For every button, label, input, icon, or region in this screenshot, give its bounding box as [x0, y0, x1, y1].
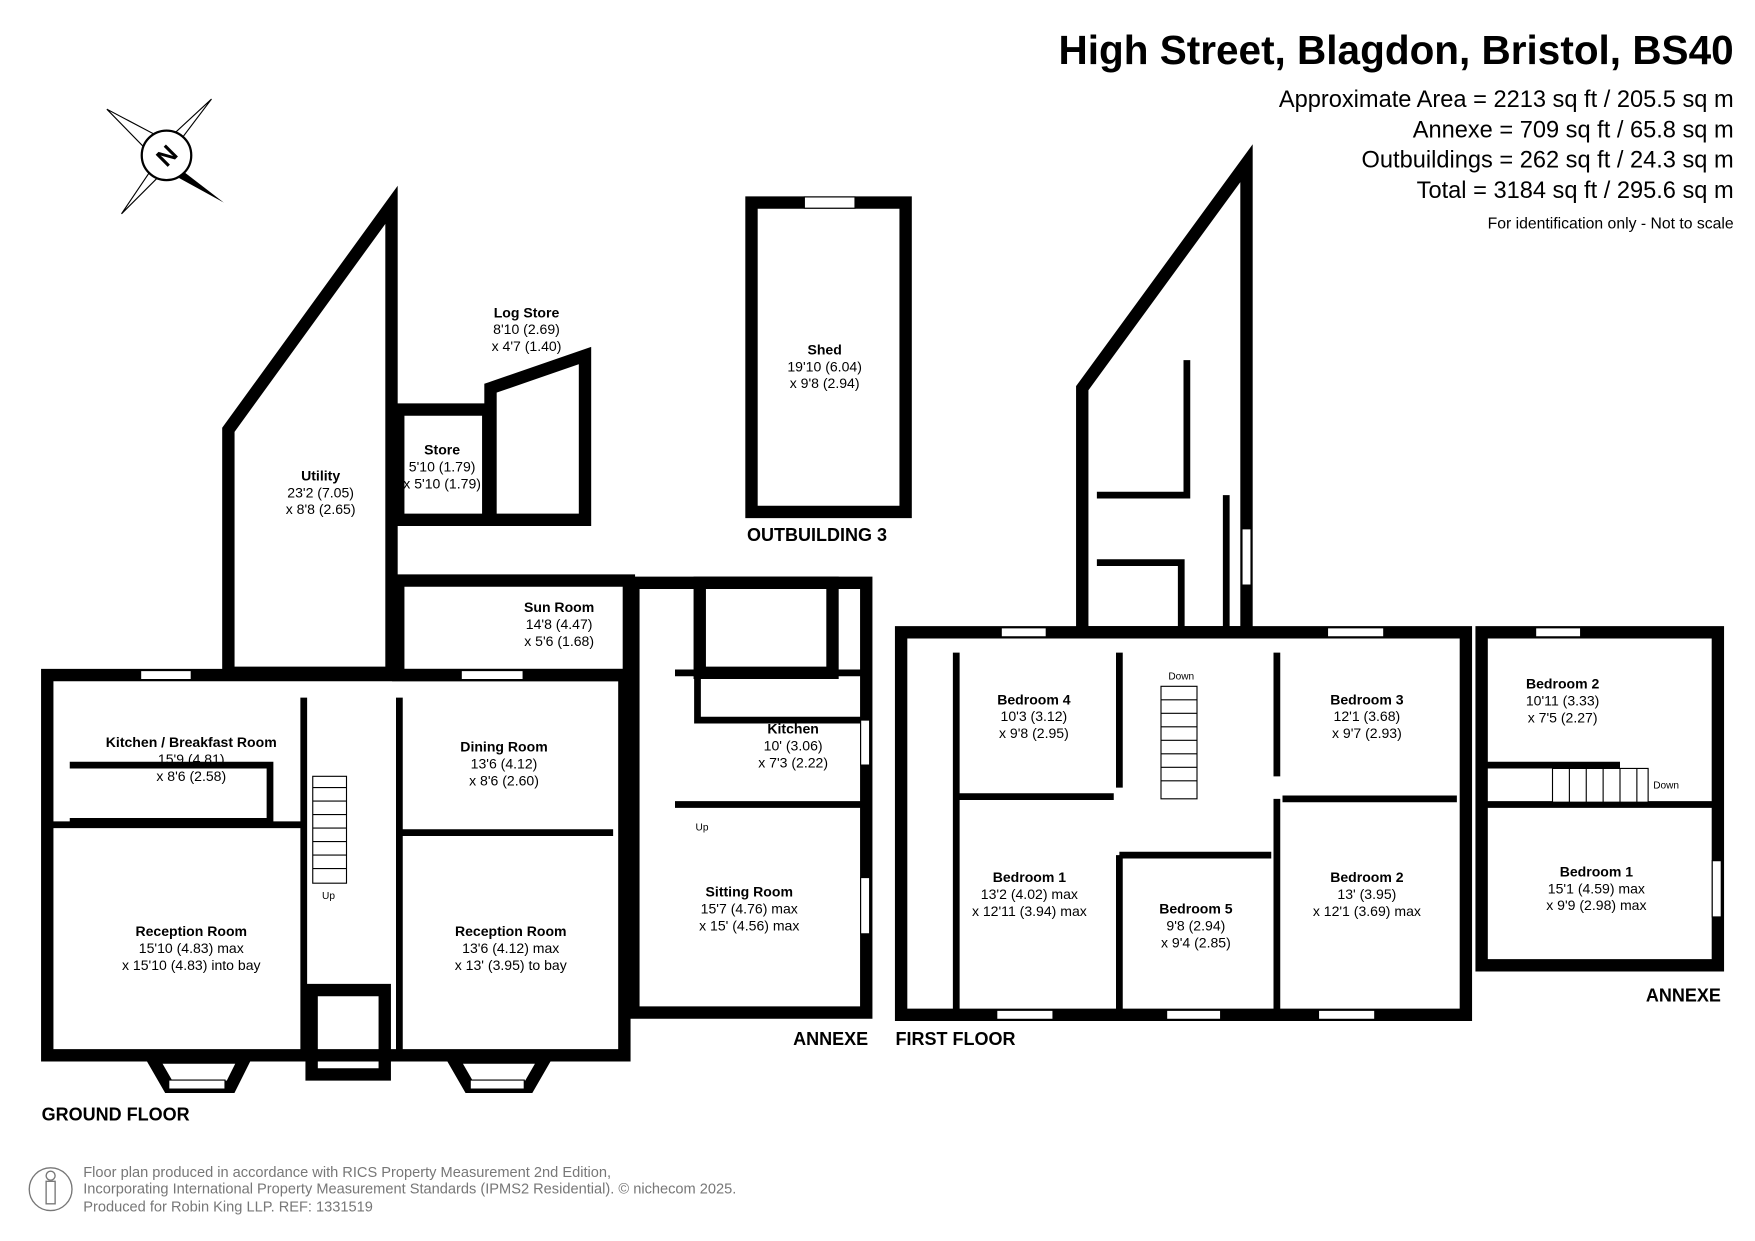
outbuildings-area: Outbuildings = 262 sq ft / 24.3 sq m: [1362, 148, 1734, 174]
stairs-down-label: Down: [1168, 672, 1194, 683]
room-dining: Dining Room 13'6 (4.12) x 8'6 (2.60): [460, 739, 547, 789]
room-bedroom-4: Bedroom 4 10'3 (3.12) x 9'8 (2.95): [997, 691, 1071, 741]
svg-text:Bedroom 5: Bedroom 5: [1159, 901, 1233, 917]
svg-text:Bedroom 2: Bedroom 2: [1526, 676, 1600, 692]
room-kitchen-breakfast: Kitchen / Breakfast Room 15'9 (4.81) x 8…: [106, 734, 277, 784]
svg-text:Store: Store: [424, 442, 460, 458]
annexe-stairs-down-label: Down: [1653, 781, 1679, 792]
first-annexe-label: ANNEXE: [1646, 985, 1721, 1005]
total-area: Total = 3184 sq ft / 295.6 sq m: [1417, 178, 1734, 204]
compass-icon: N: [106, 98, 224, 215]
room-sitting: Sitting Room 15'7 (4.76) max x 15' (4.56…: [699, 884, 799, 934]
svg-text:13'6 (4.12) max: 13'6 (4.12) max: [462, 940, 559, 956]
svg-text:23'2 (7.05): 23'2 (7.05): [287, 484, 354, 500]
svg-text:10'3 (3.12): 10'3 (3.12): [1001, 708, 1068, 724]
svg-text:15'10 (4.83) max: 15'10 (4.83) max: [139, 940, 244, 956]
svg-text:x 8'8 (2.65): x 8'8 (2.65): [286, 501, 356, 517]
svg-text:Bedroom 1: Bedroom 1: [993, 869, 1067, 885]
first-floor-walls: [894, 144, 1725, 1021]
room-annexe-bedroom-1: Bedroom 1 15'1 (4.59) max x 9'9 (2.98) m…: [1546, 863, 1646, 913]
svg-text:x 15' (4.56) max: x 15' (4.56) max: [699, 917, 799, 933]
svg-text:x 7'5 (2.27): x 7'5 (2.27): [1528, 709, 1598, 725]
svg-text:x 12'1 (3.69) max: x 12'1 (3.69) max: [1313, 903, 1421, 919]
svg-text:Reception Room: Reception Room: [455, 923, 567, 939]
svg-text:x 8'6 (2.58): x 8'6 (2.58): [156, 768, 226, 784]
ground-floor-walls: [41, 185, 873, 1093]
svg-text:Kitchen: Kitchen: [767, 721, 819, 737]
main-staircase-ground: [312, 775, 348, 884]
svg-text:x 5'10 (1.79): x 5'10 (1.79): [403, 475, 481, 491]
svg-text:Log Store: Log Store: [494, 304, 560, 320]
footer-line-2: Incorporating International Property Mea…: [83, 1182, 736, 1198]
first-floor-label: FIRST FLOOR: [896, 1029, 1016, 1049]
svg-text:15'1 (4.59) max: 15'1 (4.59) max: [1548, 880, 1645, 896]
svg-text:15'9 (4.81): 15'9 (4.81): [158, 751, 225, 767]
svg-text:12'1 (3.68): 12'1 (3.68): [1334, 708, 1401, 724]
svg-text:13'2 (4.02) max: 13'2 (4.02) max: [981, 886, 1078, 902]
svg-text:13' (3.95): 13' (3.95): [1337, 886, 1396, 902]
room-annexe-kitchen: Kitchen 10' (3.06) x 7'3 (2.22): [758, 721, 828, 771]
svg-text:10'11 (3.33): 10'11 (3.33): [1526, 692, 1600, 708]
ground-annexe-label: ANNEXE: [793, 1029, 868, 1049]
svg-text:x 9'8 (2.95): x 9'8 (2.95): [999, 725, 1069, 741]
svg-text:x 12'11 (3.94) max: x 12'11 (3.94) max: [972, 903, 1087, 919]
room-bedroom-2: Bedroom 2 13' (3.95) x 12'1 (3.69) max: [1313, 869, 1421, 919]
ground-floor-label: GROUND FLOOR: [42, 1105, 190, 1125]
page-title: High Street, Blagdon, Bristol, BS40: [1059, 27, 1734, 73]
room-reception-right: Reception Room 13'6 (4.12) max x 13' (3.…: [455, 923, 567, 973]
svg-text:13'6 (4.12): 13'6 (4.12): [471, 755, 538, 771]
svg-text:x 4'7 (1.40): x 4'7 (1.40): [492, 338, 562, 354]
room-shed: Shed 19'10 (6.04) x 9'8 (2.94): [787, 341, 862, 391]
stairs-up-label: Up: [322, 891, 335, 902]
person-scale-icon: [28, 1167, 73, 1212]
main-staircase-first: [1160, 685, 1198, 800]
svg-text:x 9'4 (2.85): x 9'4 (2.85): [1161, 934, 1231, 950]
room-utility: Utility 23'2 (7.05) x 8'8 (2.65): [286, 467, 356, 517]
annexe-area: Annexe = 709 sq ft / 65.8 sq m: [1413, 117, 1734, 143]
svg-text:8'10 (2.69): 8'10 (2.69): [493, 321, 560, 337]
svg-text:Reception Room: Reception Room: [135, 923, 247, 939]
svg-text:x 8'6 (2.60): x 8'6 (2.60): [469, 772, 539, 788]
svg-text:x 5'6 (1.68): x 5'6 (1.68): [524, 633, 594, 649]
svg-text:x 15'10 (4.83) into bay: x 15'10 (4.83) into bay: [122, 957, 261, 973]
svg-text:Bedroom 3: Bedroom 3: [1330, 691, 1404, 707]
svg-text:Utility: Utility: [301, 467, 340, 483]
svg-text:Bedroom 2: Bedroom 2: [1330, 869, 1404, 885]
room-sun-room: Sun Room 14'8 (4.47) x 5'6 (1.68): [524, 599, 594, 649]
svg-text:x 9'8 (2.94): x 9'8 (2.94): [790, 375, 860, 391]
svg-text:Sitting Room: Sitting Room: [706, 884, 793, 900]
room-reception-left: Reception Room 15'10 (4.83) max x 15'10 …: [122, 923, 261, 973]
svg-text:Shed: Shed: [807, 341, 841, 357]
svg-text:x 13' (3.95) to bay: x 13' (3.95) to bay: [455, 957, 567, 973]
svg-text:5'10 (1.79): 5'10 (1.79): [409, 458, 476, 474]
footer-line-3: Produced for Robin King LLP. REF: 133151…: [83, 1200, 373, 1216]
svg-text:x 9'9 (2.98) max: x 9'9 (2.98) max: [1546, 897, 1646, 913]
annexe-staircase-first: [1551, 767, 1649, 803]
room-log-store: Log Store 8'10 (2.69) x 4'7 (1.40): [492, 304, 562, 354]
svg-text:Sun Room: Sun Room: [524, 599, 594, 615]
outbuilding-label: OUTBUILDING 3: [747, 525, 887, 545]
svg-text:Kitchen / Breakfast Room: Kitchen / Breakfast Room: [106, 734, 277, 750]
svg-text:15'7 (4.76) max: 15'7 (4.76) max: [701, 901, 798, 917]
svg-text:10' (3.06): 10' (3.06): [764, 737, 823, 753]
room-store: Store 5'10 (1.79) x 5'10 (1.79): [403, 442, 481, 492]
footer-line-1: Floor plan produced in accordance with R…: [83, 1165, 611, 1181]
approximate-area: Approximate Area = 2213 sq ft / 205.5 sq…: [1279, 87, 1734, 113]
room-annexe-bedroom-2: Bedroom 2 10'11 (3.33) x 7'5 (2.27): [1526, 676, 1600, 726]
svg-text:Bedroom 1: Bedroom 1: [1560, 863, 1634, 879]
room-bedroom-5: Bedroom 5 9'8 (2.94) x 9'4 (2.85): [1159, 901, 1233, 951]
svg-text:9'8 (2.94): 9'8 (2.94): [1166, 917, 1225, 933]
svg-text:19'10 (6.04): 19'10 (6.04): [787, 358, 862, 374]
svg-text:Bedroom 4: Bedroom 4: [997, 691, 1071, 707]
room-bedroom-1: Bedroom 1 13'2 (4.02) max x 12'11 (3.94)…: [972, 869, 1087, 919]
annexe-stairs-up-label: Up: [696, 822, 709, 833]
svg-text:x 7'3 (2.22): x 7'3 (2.22): [758, 754, 828, 770]
room-bedroom-3: Bedroom 3 12'1 (3.68) x 9'7 (2.93): [1330, 691, 1404, 741]
scale-note: For identification only - Not to scale: [1488, 215, 1734, 232]
svg-text:x 9'7 (2.93): x 9'7 (2.93): [1332, 725, 1402, 741]
svg-text:Dining Room: Dining Room: [460, 739, 547, 755]
svg-text:14'8 (4.47): 14'8 (4.47): [526, 616, 593, 632]
